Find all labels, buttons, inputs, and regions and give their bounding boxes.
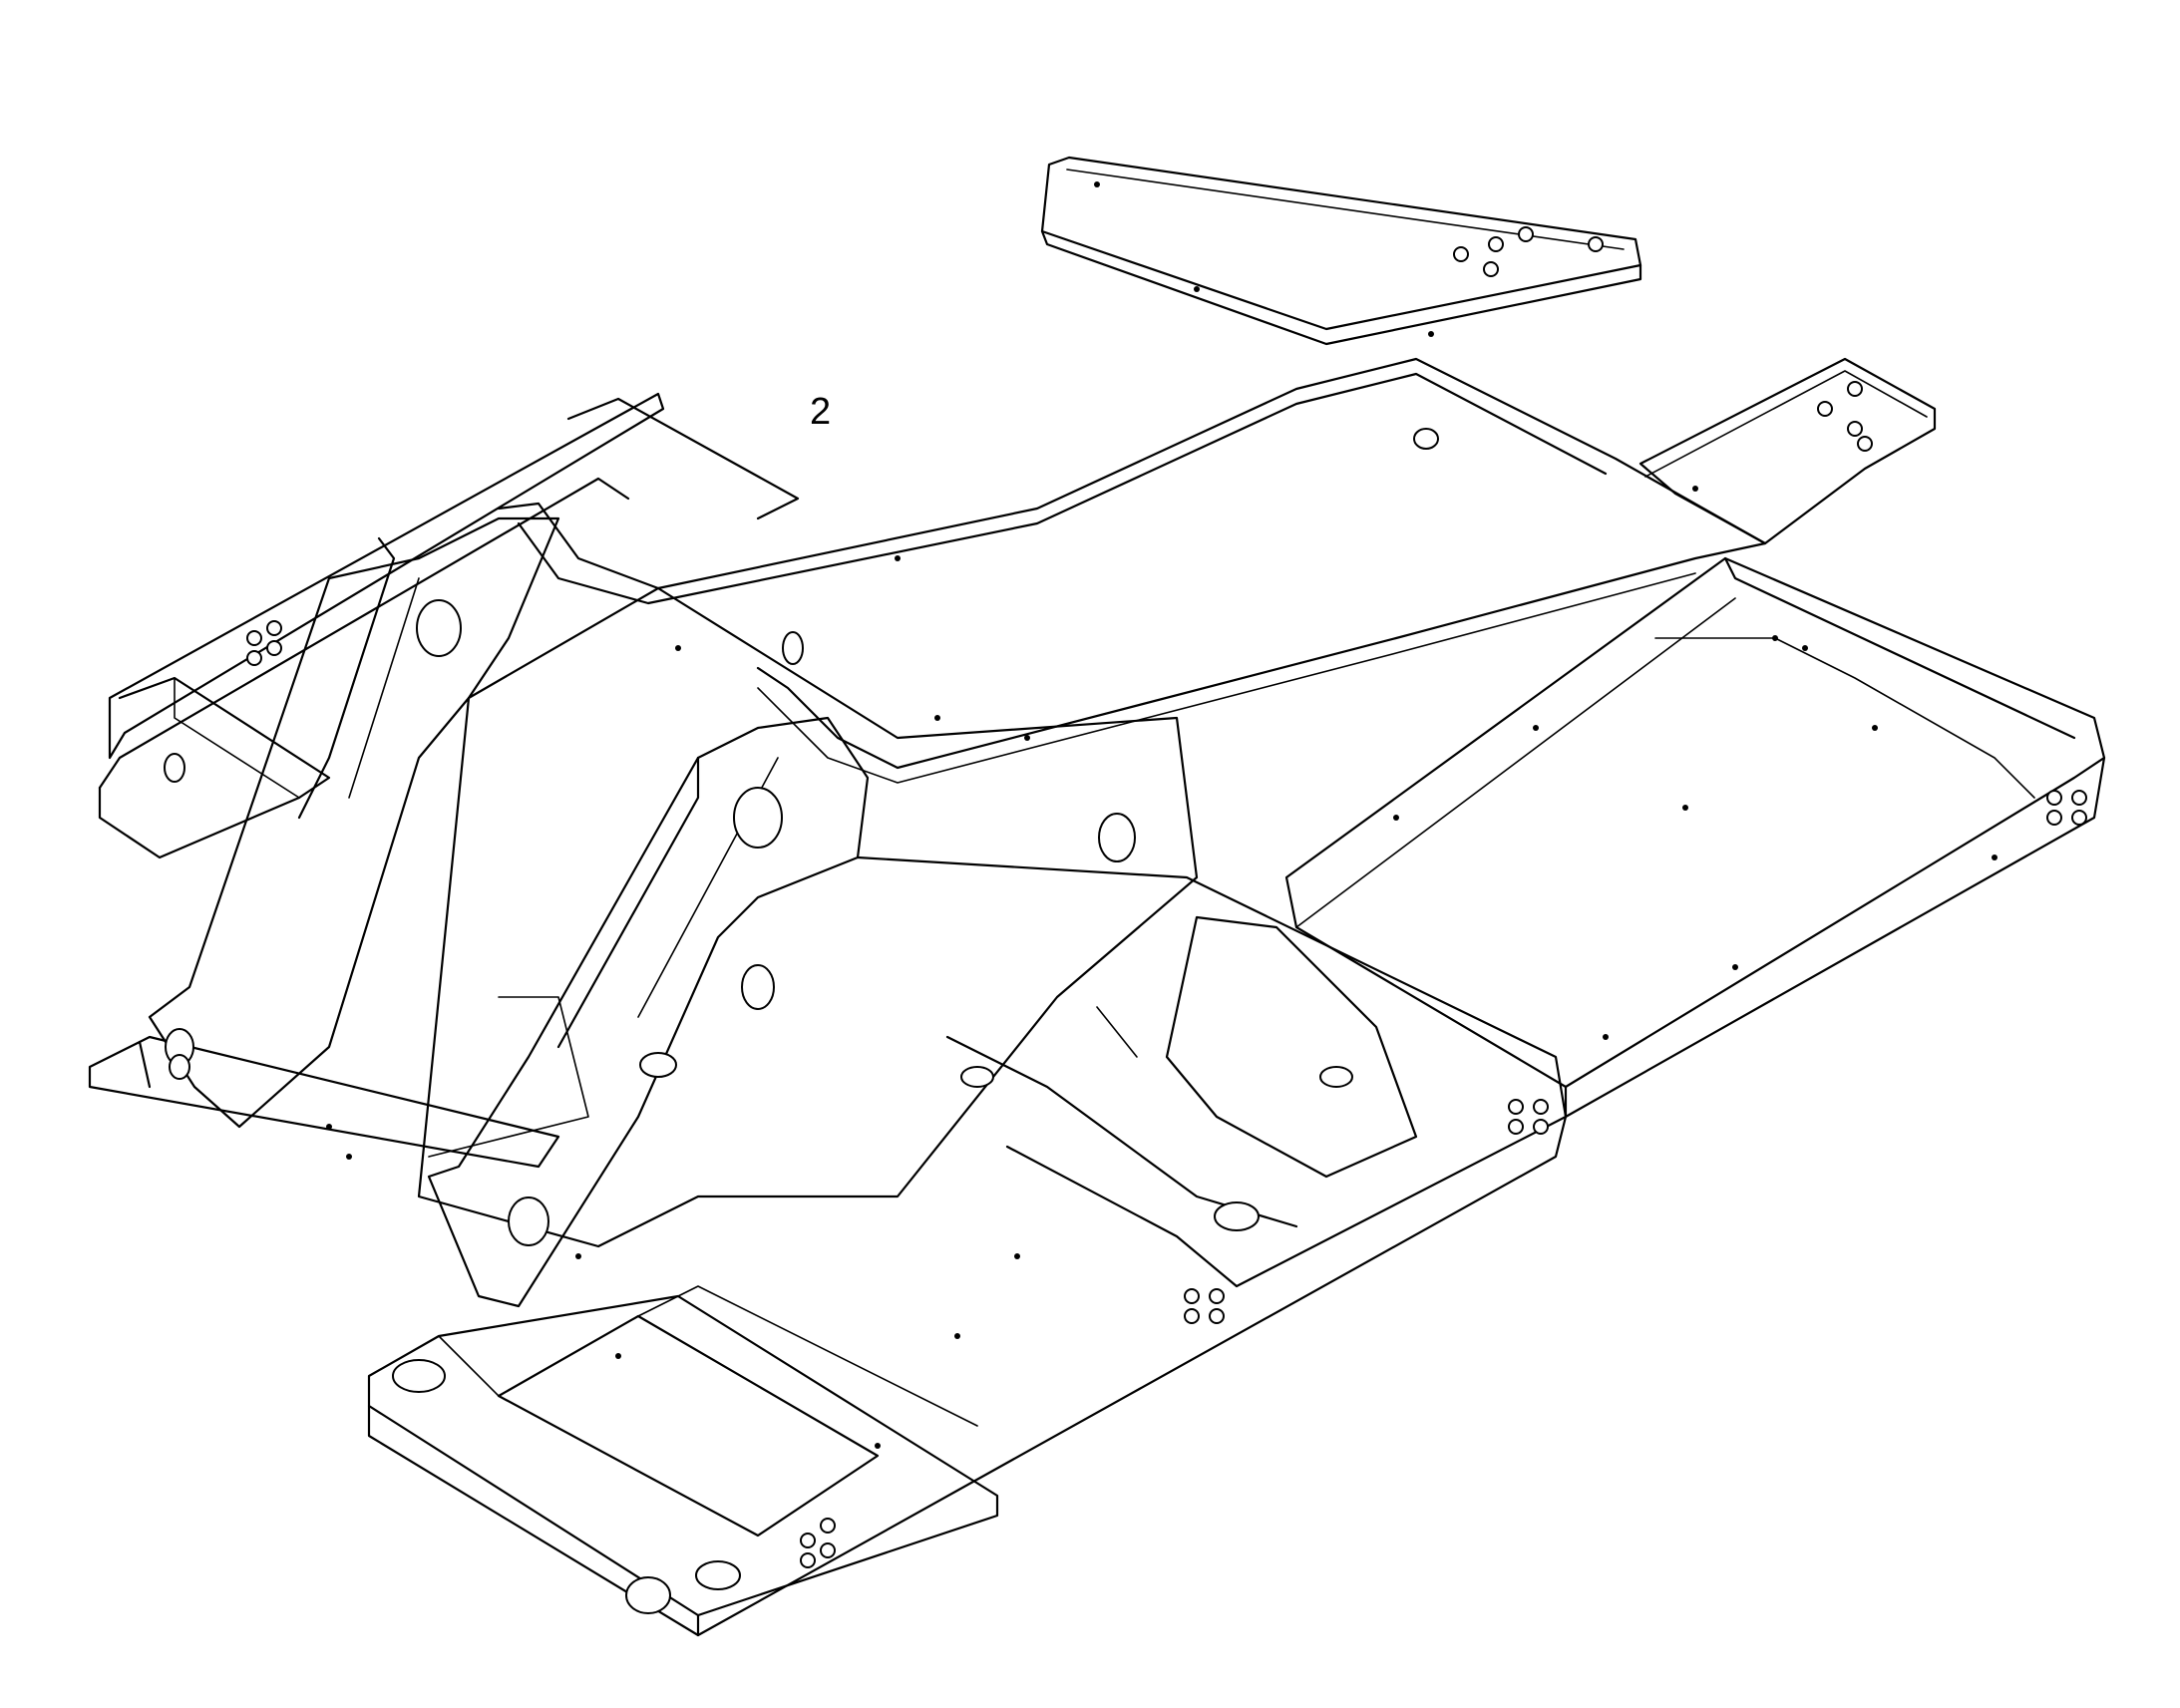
left-side-frame — [88, 392, 800, 1169]
centre-plate — [417, 586, 1199, 1248]
rear-right-plate — [1638, 357, 1937, 545]
mounting-holes — [164, 428, 1439, 1614]
right-floor-panel — [1284, 556, 2106, 1119]
boom-tower-left — [148, 516, 560, 1129]
rear-crossmember — [1040, 156, 1642, 346]
bolt-markers — [326, 181, 1998, 1449]
hole-cluster — [246, 226, 2087, 1568]
callout-label: 2 — [810, 391, 832, 433]
main-diagonal-rail — [497, 357, 1767, 784]
front-crossmember — [367, 1115, 1568, 1637]
